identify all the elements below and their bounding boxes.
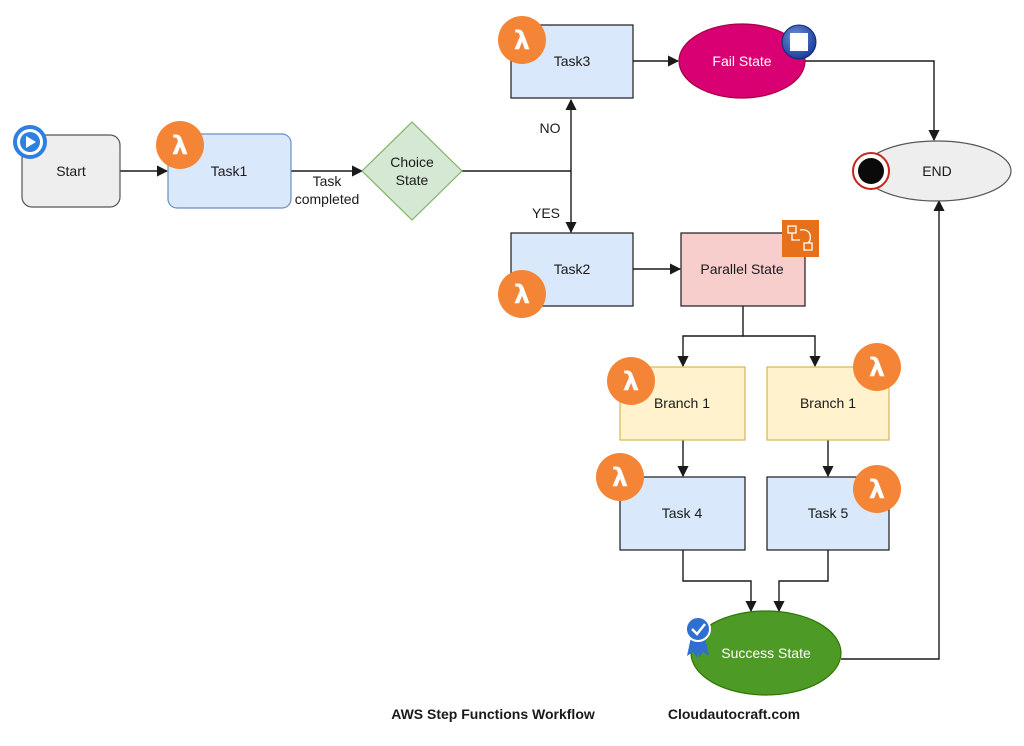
start-node[interactable]: Start	[21, 134, 121, 208]
edge-label-yes: YES	[532, 205, 560, 221]
success-state-label: Success State	[721, 645, 811, 661]
branch-left-label: Branch 1	[654, 395, 710, 411]
edge-label-completed: completed	[295, 191, 360, 207]
lambda-glyph: λ	[869, 475, 885, 505]
task2-label: Task2	[554, 261, 591, 277]
task5-label: Task 5	[808, 505, 849, 521]
task4-node[interactable]: Task 4	[619, 476, 746, 551]
edge-success-end	[841, 199, 945, 660]
end-event-icon	[852, 152, 890, 190]
start-label: Start	[56, 163, 86, 179]
lambda-icon: λ	[156, 121, 204, 169]
choice-label-line1: Choice	[390, 154, 434, 170]
task1-label: Task1	[211, 163, 248, 179]
choice-label-line2: State	[396, 172, 429, 188]
lambda-icon: λ	[498, 16, 546, 64]
footer-title: AWS Step Functions Workflow	[391, 706, 595, 722]
fail-state-label: Fail State	[712, 53, 771, 69]
lambda-glyph: λ	[869, 353, 885, 383]
lambda-icon: λ	[596, 453, 644, 501]
edge-task5-success	[773, 550, 829, 613]
task3-label: Task3	[554, 53, 591, 69]
edges	[120, 55, 945, 660]
lambda-glyph: λ	[612, 463, 628, 493]
edge-task4-success	[682, 550, 757, 613]
success-badge-icon	[685, 616, 711, 658]
footer-site: Cloudautocraft.com	[668, 706, 800, 722]
task4-label: Task 4	[662, 505, 703, 521]
edge-fail-end	[805, 60, 940, 142]
lambda-icon: λ	[498, 270, 546, 318]
play-icon	[13, 125, 47, 159]
edge-label-no: NO	[540, 120, 561, 136]
stop-icon	[781, 24, 817, 60]
fail-state-node[interactable]: Fail State	[678, 23, 806, 99]
lambda-glyph: λ	[172, 131, 188, 161]
end-label: END	[922, 163, 952, 179]
choice-node[interactable]: Choice State	[361, 121, 463, 221]
edge-parallel-branch-left	[677, 306, 744, 368]
success-state-node[interactable]: Success State	[690, 610, 842, 696]
lambda-glyph: λ	[514, 280, 530, 310]
lambda-icon: λ	[853, 343, 901, 391]
parallel-state-label: Parallel State	[700, 261, 783, 277]
lambda-icon: λ	[607, 357, 655, 405]
lambda-icon: λ	[853, 465, 901, 513]
step-functions-icon	[782, 220, 819, 257]
edge-label-task: Task	[313, 173, 343, 189]
lambda-glyph: λ	[514, 26, 530, 56]
lambda-glyph: λ	[623, 367, 639, 397]
edge-parallel-branch-right	[743, 335, 821, 368]
branch-right-label: Branch 1	[800, 395, 856, 411]
